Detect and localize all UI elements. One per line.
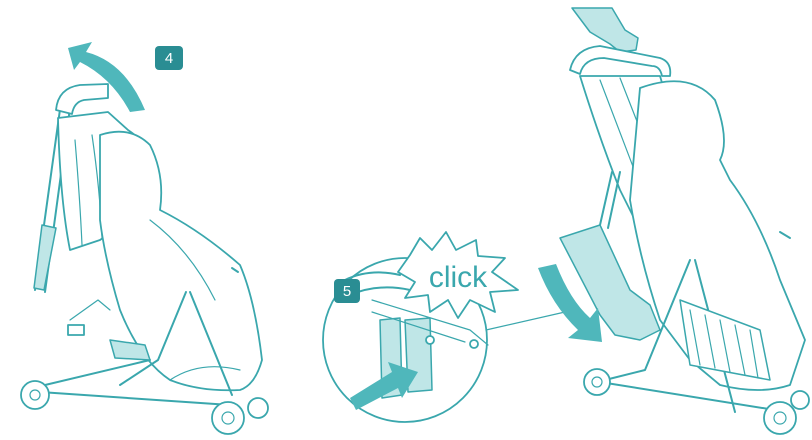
step-4-badge: 4 (155, 46, 183, 70)
hand-illustration (572, 8, 638, 52)
step-4-label: 4 (165, 50, 173, 67)
click-label: click (429, 261, 488, 294)
step-5-badge: 5 (334, 279, 360, 303)
stroller-right (538, 8, 809, 434)
step-5-label: 5 (343, 283, 351, 300)
stroller-left (21, 42, 268, 434)
